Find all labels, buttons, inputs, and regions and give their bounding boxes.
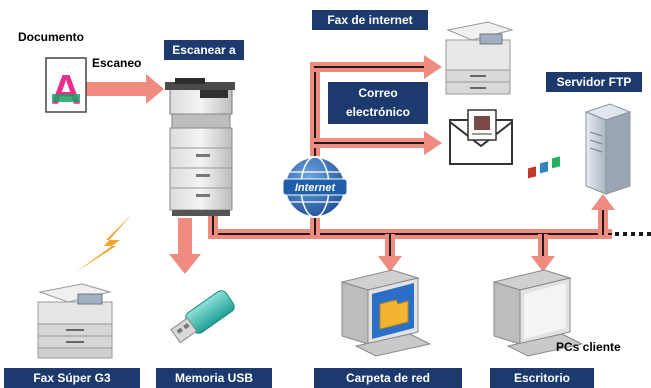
internet-label: Internet: [295, 182, 337, 194]
email-label: Correo electrónico: [328, 82, 428, 124]
desktop-label: Escritorio: [490, 368, 594, 388]
email-label-line1: Correo: [358, 86, 398, 100]
scan-label: Escaneo: [92, 56, 142, 70]
network-folder-label: Carpeta de red: [314, 368, 462, 388]
usb-arrow: [169, 218, 201, 274]
internet-globe-icon: Internet: [282, 156, 348, 218]
fax-machine-icon: [445, 21, 514, 95]
network-lines: [208, 55, 651, 272]
super-g3-fax-label: Fax Súper G3: [4, 368, 140, 388]
g3-fax-machine-icon: [37, 283, 113, 359]
internet-fax-label: Fax de internet: [312, 10, 428, 30]
document-icon: A: [45, 57, 87, 113]
email-envelope-icon: [449, 109, 513, 165]
email-label-line2: electrónico: [345, 105, 411, 119]
scan-to-label: Escanear a: [164, 40, 244, 60]
scan-arrow: [86, 74, 164, 104]
ftp-server-label: Servidor FTP: [546, 72, 642, 92]
client-pcs-label: PCs cliente: [556, 340, 621, 354]
lightning-icon: [76, 214, 132, 272]
usb-drive-icon: [170, 290, 235, 344]
pc-folder-icon: [340, 269, 432, 357]
pc-desktop-icon: [492, 156, 584, 357]
document-label: Documento: [18, 30, 84, 44]
ftp-server-icon: [584, 103, 632, 195]
mfp-printer-icon: [165, 78, 235, 216]
document-glyph: A: [51, 66, 81, 113]
usb-memory-label: Memoria USB: [156, 368, 272, 388]
